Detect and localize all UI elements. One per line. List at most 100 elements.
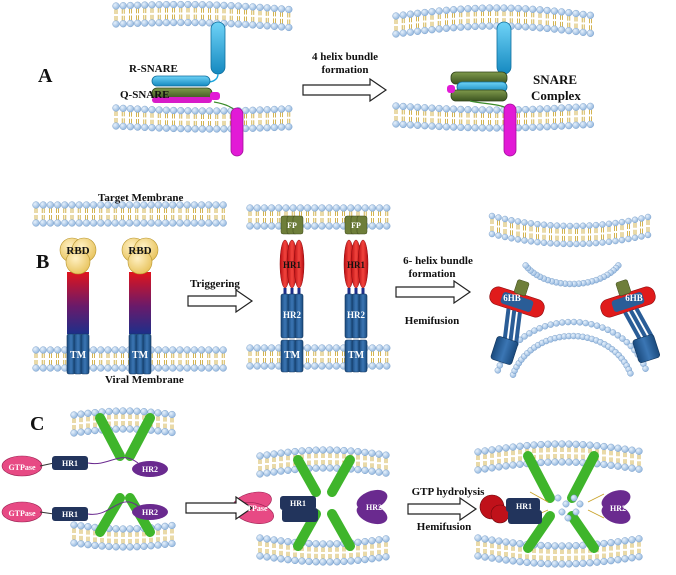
q-snare-pre [151,87,244,157]
spike-intermediate-2 [343,215,369,373]
hr2-domain [132,504,168,520]
tm-label: TM [284,350,301,361]
hr2-label: HR2 [347,310,366,320]
c-hr1-right-label: HR1 [516,502,532,511]
six-hb-left [489,279,545,365]
panel-b: B Target Membrane Viral Membrane Trigger… [36,192,660,386]
c3-strut-c [523,511,555,553]
c-top1-membrane [70,407,176,437]
snare-complex-label-1: SNARE [533,72,577,87]
rbd-head [65,249,91,275]
panel-b-letter: B [36,251,49,273]
c-hr1-label: HR1 [62,459,78,468]
fp-label: FP [287,221,297,230]
spike-prefusion-1 [59,237,97,375]
c3-strut-d [567,511,599,553]
a-left-bottom-membrane [112,104,293,133]
c-bottom1-membrane [70,521,176,551]
gtpase-label: GTPase [8,463,36,472]
panel-c-letter: C [30,413,44,435]
gtpase-unit-bottom [1,501,168,523]
atlastin-proteins [1,413,631,553]
six-hb-right-label: 6HB [625,293,643,303]
target-membrane-label: Target Membrane [98,192,184,204]
b-mid-viral-membrane [246,344,391,370]
panel-a-letter: A [38,65,53,87]
a-left-top-membrane [112,0,293,32]
triggering-label: Triggering [190,278,240,290]
a-arrow-label-1: 4 helix bundle [312,51,378,63]
hemifusion-lower-curve [494,318,649,378]
six-hb-left-label: 6HB [503,293,521,303]
prefusion-proteins [59,237,159,375]
prehairpin-intermediate [279,215,369,373]
hr1-domain [508,510,542,524]
rbd-label: RBD [128,245,151,257]
gtpase-mid-label: GTPase [240,504,268,513]
c-hemifusion-label: Hemifusion [417,521,471,533]
c-arrow-1 [185,495,254,521]
hr2-domain [356,503,388,525]
a-arrow-label-2: formation [321,64,368,76]
c-top2-membrane [256,446,390,478]
c-hr2-right-label: HR2 [610,504,626,513]
hemifusion-upper-curve [522,262,622,288]
c-hr2-mid-label: HR2 [366,503,382,512]
panel-c: C GTP hydrolysis Hemifusion [1,413,631,553]
c-top3-membrane [474,440,643,474]
tm-label: TM [70,350,87,361]
gtp-hydrolysis-label: GTP hydrolysis [412,486,486,498]
hr2-domain [601,504,631,524]
fp-block [514,279,530,296]
fp-right-label: FP [602,262,611,270]
rbd-head [127,249,153,275]
c2-strut-b [327,455,355,497]
a-right-top-membrane [392,4,595,38]
c3-strut-b [567,451,599,503]
c-hr1-label: HR1 [62,510,78,519]
b-hemifusion-label: Hemifusion [405,315,459,327]
c1-strut-c [95,493,125,537]
gtpase-label: GTPase [8,509,36,518]
bundle-arrow [395,279,472,305]
hr1-domain [506,498,540,512]
c-bottom2-membrane [256,534,390,566]
b-bundle-label-2: formation [408,268,455,280]
six-hb-right [600,279,660,363]
fp-left-label: FP [536,262,545,270]
gtpase-dimer-hydrolysed [479,490,631,524]
spike-prefusion-2 [121,237,159,375]
c2-strut-d [327,509,355,551]
six-helix-bundle-hemifusion [488,212,660,378]
b-bundle-label-1: 6- helix bundle [403,255,473,267]
c-hr2-label: HR2 [142,465,158,474]
tm-block [490,336,519,365]
hr2-label: HR2 [283,310,302,320]
tm-block [632,334,660,363]
membranes-layer [32,0,643,568]
snare-complex [447,21,517,157]
hemifusion-top-membrane [488,212,652,248]
panel-a: A R-SNARE Q-SNARE 4 helix bundle formati… [38,21,581,157]
c2-strut-a [293,455,321,497]
gtpase-unit-top [1,455,168,477]
hr1-domain [280,496,316,510]
hr1-label: HR1 [347,260,366,270]
c-arrow-2 [407,496,478,522]
q-snare-label: Q-SNARE [120,89,170,101]
c3-strut-a [523,451,555,503]
c-bottom3-membrane [474,534,643,568]
hr1-domain [52,507,88,521]
spike-intermediate-1 [279,215,305,373]
triggering-arrow [187,288,254,314]
snare-complex-label-2: Complex [531,88,581,103]
r-snare-label: R-SNARE [129,63,178,75]
a-arrow [302,77,388,103]
c1-strut-a [95,413,125,461]
fp-label: FP [351,221,361,230]
b-mid-target-membrane [246,204,391,230]
c-hr1-mid-label: HR1 [290,499,306,508]
c-hr2-label: HR2 [142,508,158,517]
